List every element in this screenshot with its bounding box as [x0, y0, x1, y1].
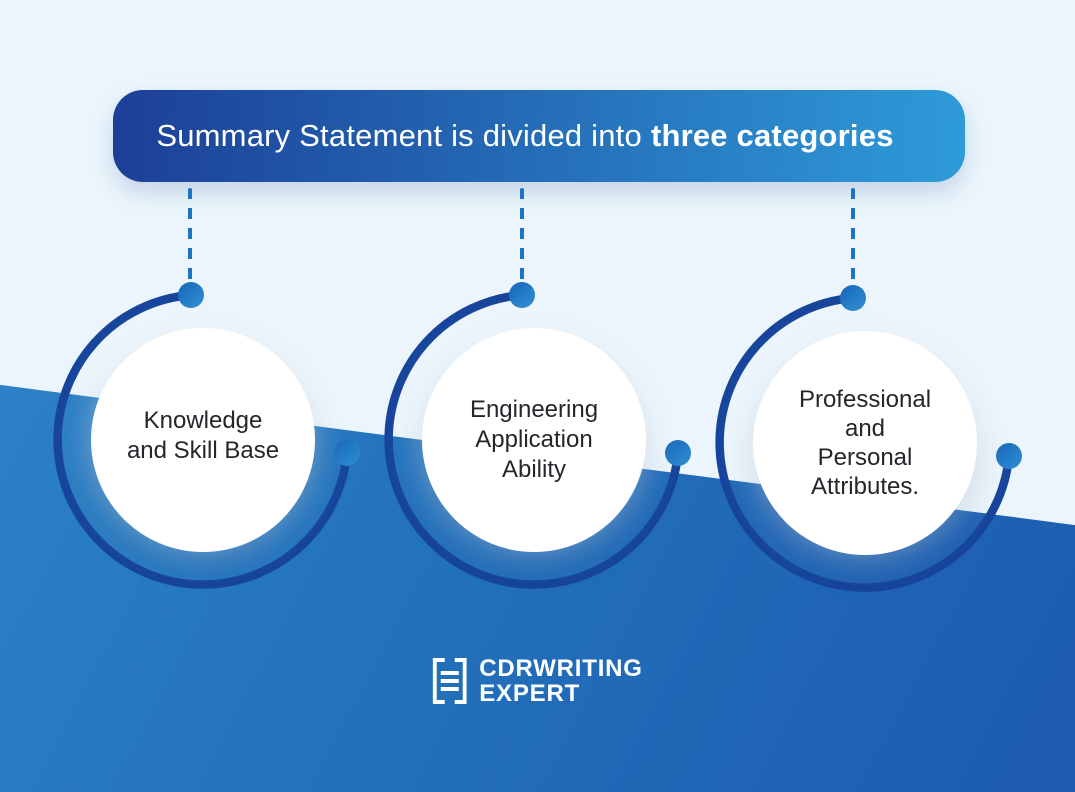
ring-arc	[715, 293, 1014, 592]
category-label-line: Engineering	[469, 396, 599, 423]
category-circle	[422, 328, 646, 552]
title-text-regular: Summary Statement is divided into	[156, 118, 642, 153]
category-label-line: Attributes.	[810, 473, 920, 500]
category-ring	[384, 282, 691, 589]
ring-start-dot	[840, 285, 866, 311]
category-label-line: Application	[475, 426, 593, 453]
category-label-line: Personal	[817, 444, 913, 471]
category-circle	[91, 328, 315, 552]
ring-arc	[53, 290, 352, 589]
category-ring	[715, 285, 1022, 592]
title-text-bold: three categories	[650, 118, 894, 153]
ring-end-dot	[665, 440, 691, 466]
category-circle	[753, 331, 977, 555]
category-label: Knowledge and Skill Base	[91, 324, 315, 548]
ring-arc	[384, 290, 683, 589]
title-banner: Summary Statement is divided into three …	[113, 90, 965, 182]
category-label-line: and Skill Base	[126, 437, 280, 464]
connector-dashed-line	[520, 188, 524, 282]
ring-start-dot	[178, 282, 204, 308]
category-label: Professional and Personal Attributes.	[753, 331, 977, 555]
category-ring	[53, 282, 360, 589]
ring-end-dot	[996, 443, 1022, 469]
connector-dashed-line	[851, 188, 855, 282]
category-label: Engineering Application Ability	[422, 328, 646, 552]
document-lines-icon	[432, 658, 467, 704]
ring-end-dot	[334, 440, 360, 466]
category-label-line: Knowledge	[143, 407, 263, 434]
connector-dashed-line	[188, 188, 192, 282]
category-label-line: and	[844, 415, 886, 442]
brand-name: CDRWRITING EXPERT	[479, 656, 643, 706]
brand-name-line2: EXPERT	[479, 680, 581, 707]
category-label-line: Professional	[798, 386, 932, 413]
category-label-line: Ability	[501, 456, 567, 483]
brand-logo: CDRWRITING EXPERT	[432, 656, 643, 706]
ring-start-dot	[509, 282, 535, 308]
brand-name-line1: CDRWRITING	[479, 655, 643, 682]
